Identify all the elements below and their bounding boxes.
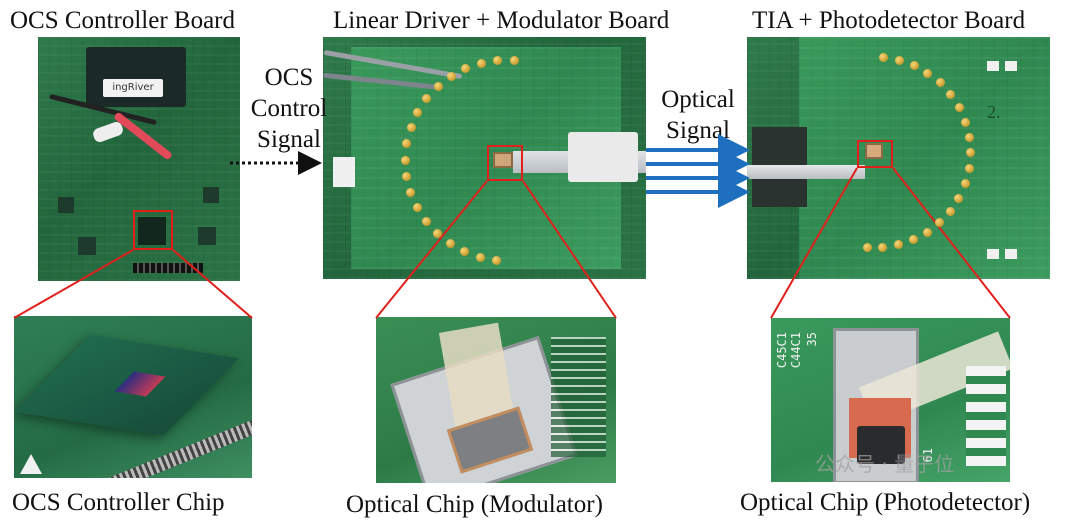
modulator-chip-caption: Optical Chip (Modulator) <box>346 491 603 518</box>
photodetector-chip-highlight <box>857 140 893 168</box>
bond-pad <box>476 58 486 68</box>
modulator-board-title: Linear Driver + Modulator Board <box>333 7 670 34</box>
controller-header-pins <box>133 263 203 273</box>
modulator-chip-highlight <box>487 145 523 181</box>
control-signal-label: OCS Control Signal <box>249 62 329 155</box>
bond-pad <box>879 53 889 63</box>
photodetector-fiber-ribbon <box>747 165 865 179</box>
bond-pad <box>945 206 955 216</box>
optical-signal-line: Optical <box>661 86 735 113</box>
bond-pad <box>402 172 412 181</box>
bond-pad <box>923 68 933 78</box>
bond-pad <box>445 239 455 249</box>
bond-pad <box>893 240 903 250</box>
bond-pad <box>413 108 423 117</box>
controller-board-title: OCS Controller Board <box>10 7 235 34</box>
control-signal-line: OCS <box>264 64 314 91</box>
photodetector-pad-marker <box>987 61 999 71</box>
bond-pad <box>878 242 888 252</box>
bond-pad <box>406 123 416 133</box>
bond-pad <box>421 217 431 227</box>
bond-pad <box>401 155 410 165</box>
modulator-board-photo <box>323 37 646 279</box>
watermark: 公众号 · 量子位 <box>815 452 955 476</box>
controller-component <box>78 237 96 255</box>
optical-signal-line: Signal <box>666 117 730 144</box>
bond-pad <box>960 179 970 189</box>
closeup-marking: 35 <box>805 332 819 347</box>
bond-pad <box>432 229 442 239</box>
photodetector-pad-marker <box>987 249 999 259</box>
controller-chip <box>138 217 166 245</box>
controller-board-photo: ingRiver <box>38 37 240 281</box>
optical-signal-label: Optical Signal <box>652 84 744 146</box>
photodetector-chip-caption: Optical Chip (Photodetector) <box>740 489 1031 516</box>
bond-pad <box>965 148 975 158</box>
bond-pad <box>433 82 443 92</box>
bond-pad <box>461 64 471 74</box>
bond-pad <box>964 164 974 174</box>
bond-pad <box>446 72 456 82</box>
controller-sticker: ingRiver <box>103 79 163 97</box>
bond-pad <box>509 56 519 66</box>
bond-pad <box>476 252 485 262</box>
controller-component <box>58 197 74 213</box>
photodetector-chip-closeup: C45C1 C44C1 35 61 <box>771 318 1010 482</box>
modulator-chip-closeup <box>376 317 616 483</box>
closeup-marking: C45C1 <box>775 332 789 369</box>
photodetector-board-marking: 2. <box>987 102 1001 122</box>
controller-closeup-marker <box>20 454 42 474</box>
closeup-marking: C44C1 <box>789 332 803 369</box>
bond-pad <box>922 227 932 237</box>
modulator-sticker <box>333 157 355 187</box>
bond-pad <box>935 218 945 228</box>
bond-pad <box>412 203 422 213</box>
photodetector-board-title: TIA + Photodetector Board <box>752 7 1026 34</box>
bond-pad <box>960 117 970 127</box>
controller-component <box>203 187 219 203</box>
controller-chip-highlight <box>133 210 173 250</box>
controller-chip-closeup <box>14 316 252 478</box>
bond-pad <box>964 132 974 142</box>
photodetector-pad-marker <box>1005 249 1017 259</box>
bond-pad <box>954 193 964 203</box>
bond-pad <box>954 103 964 113</box>
control-signal-line: Control <box>250 95 328 122</box>
control-signal-line: Signal <box>257 126 321 153</box>
bond-pad <box>908 235 918 245</box>
bond-pad <box>935 78 945 88</box>
bond-pad <box>492 255 502 265</box>
modulator-fiber-holder <box>568 132 638 182</box>
modulator-closeup-traces <box>551 337 606 457</box>
photodetector-optical-die <box>857 426 905 464</box>
bond-pad <box>493 56 503 66</box>
bond-pad <box>862 242 872 252</box>
bond-pad <box>402 139 412 149</box>
bond-pad <box>460 247 470 257</box>
controller-chip-caption: OCS Controller Chip <box>12 489 225 516</box>
bond-pad <box>406 188 416 198</box>
photodetector-pad-marker <box>1005 61 1017 71</box>
controller-module <box>86 47 186 107</box>
photodetector-closeup-pads <box>966 366 1006 466</box>
bond-pad <box>909 61 919 71</box>
controller-component <box>198 227 216 245</box>
bond-pad <box>894 56 904 65</box>
modulator-optical-chip <box>493 152 513 168</box>
bond-pad <box>422 94 432 104</box>
photodetector-optical-chip <box>865 143 883 159</box>
controller-connector <box>91 120 125 144</box>
bond-pad <box>946 89 956 99</box>
